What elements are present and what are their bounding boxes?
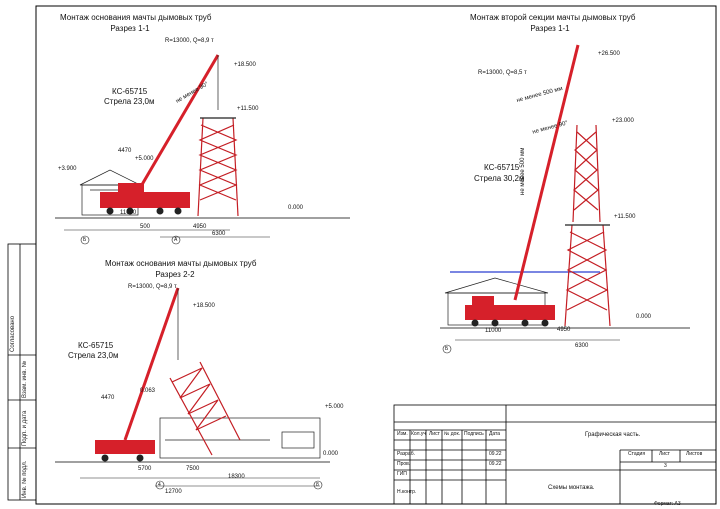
stamp-format: Формат: А3: [654, 501, 681, 507]
side-label-sign: Подп. и дата: [22, 410, 28, 446]
crane-boom-3: [123, 287, 180, 441]
view2-elev-mid: +23.000: [612, 118, 634, 124]
view2-boom: Стрела 30,2м: [474, 174, 525, 183]
stamp-header-kol: Кол.уч: [411, 431, 426, 437]
view3-boom: Стрела 23,0м: [68, 351, 119, 360]
view2-crane-model: КС-65715: [484, 163, 520, 172]
view3-dim-063: 0.063: [140, 388, 156, 394]
view1-crane-model: КС-65715: [112, 87, 148, 96]
stamp-header-izm: Изм.: [397, 431, 408, 437]
stamp-sheet-no: 3: [664, 463, 667, 469]
view3-elev-zero: 0.000: [323, 451, 339, 457]
stamp-header-date: Дата: [489, 431, 501, 437]
view3-elev-roof: +5.000: [325, 404, 344, 410]
stamp-date: 09.22: [489, 461, 502, 467]
view3-title: Монтаж основания мачты дымовых труб: [105, 259, 257, 268]
crane-boom-1: [138, 54, 220, 189]
stamp-role: Пров.: [397, 461, 411, 467]
view-3: [55, 287, 330, 490]
stamp-date: 09.22: [489, 451, 502, 457]
side-strip: [7, 243, 37, 501]
axis-marker-b: [442, 344, 452, 354]
stamp-doc-title: Графическая часть.: [585, 432, 641, 438]
side-label-replace: Взам. инв. №: [22, 360, 28, 398]
view3-radius: R=13000, Q=8,9 т: [128, 284, 177, 290]
stamp-role: Н.контр.: [397, 489, 417, 495]
view-1: [55, 54, 350, 245]
building-3: [159, 417, 321, 459]
view3-dim-7500: 7500: [186, 466, 200, 472]
view3-crane-model: КС-65715: [78, 341, 114, 350]
crane-truck-3: [95, 440, 155, 462]
view2-radius: R=13000, Q=8,5 т: [478, 70, 527, 76]
view3-dim-12700: 12700: [165, 489, 182, 495]
stamp-header-sign: Подпись: [464, 431, 484, 437]
view1-elev-zero: 0.000: [288, 205, 304, 211]
view2-title: Монтаж второй секции мачты дымовых труб: [470, 13, 636, 22]
view3-elev-top: +18.500: [193, 303, 215, 309]
view3-dim-18300: 18300: [228, 474, 245, 480]
crane-truck-2: [465, 296, 555, 327]
crane-truck-1: [100, 183, 190, 215]
view1-dim-11000: 11000: [120, 210, 137, 216]
view-2: [440, 44, 690, 354]
view1-radius: R=13000, Q=8,9 т: [165, 38, 214, 44]
view1-elev-top: +18.500: [234, 62, 256, 68]
stamp-drawing-name: Схемы монтажа.: [548, 485, 595, 491]
stamp-role: Разраб.: [397, 451, 416, 457]
view3-section: Разрез 2-2: [155, 270, 195, 279]
view1-boom: Стрела 23,0м: [104, 97, 155, 106]
view2-elev-low: +11.500: [614, 214, 636, 220]
stamp-header-doc: № док.: [444, 431, 461, 437]
view3-axis-8: 8: [316, 482, 319, 488]
tower-tilted-3: [169, 361, 241, 456]
view1-dim-6300: 6300: [212, 231, 226, 237]
title-block: [393, 404, 717, 505]
tower-2: [564, 124, 611, 327]
view1-dim-4950: 4950: [193, 224, 207, 230]
view2-axis-b: Б: [445, 346, 449, 352]
axis-marker-b: [80, 235, 90, 245]
view2-elev-zero: 0.000: [636, 314, 652, 320]
view3-dim-4470: 4470: [101, 395, 115, 401]
view1-dim-500: 500: [140, 224, 151, 230]
view1-axis-b: Б: [83, 237, 87, 243]
crane-boom-2: [513, 44, 580, 301]
view1-elev-mid: +11.500: [237, 106, 259, 112]
side-label-inv: Инв. № подл.: [22, 460, 28, 498]
view1-axis-a: А: [174, 237, 178, 243]
axis-marker-a: [171, 235, 181, 245]
view1-section: Разрез 1-1: [110, 24, 150, 33]
stamp-header-list: Лист: [429, 431, 440, 437]
stamp-sheet-label: Лист: [659, 451, 670, 457]
view2-elev-top: +26.500: [598, 51, 620, 57]
view3-axis-4: 4: [158, 482, 161, 488]
stamp-stage-label: Стадия: [628, 451, 646, 457]
stamp-role: ГИП: [397, 471, 407, 477]
view2-dim-11000: 11000: [485, 328, 502, 334]
view2-dim-4950: 4950: [557, 327, 571, 333]
view2-section: Разрез 1-1: [530, 24, 570, 33]
view2-dim-6300: 6300: [575, 343, 589, 349]
view1-dim-4470: 4470: [118, 148, 132, 154]
tower-1: [197, 117, 239, 217]
sheet-frame: [35, 5, 717, 505]
view1-title: Монтаж основания мачты дымовых труб: [60, 13, 212, 22]
view1-elev-roof: +5.000: [135, 156, 154, 162]
view2-gap2: не менее 500 мм: [520, 147, 526, 195]
view3-dim-5700: 5700: [138, 466, 152, 472]
view1-elev-bldg: +3.900: [58, 166, 77, 172]
axis-marker-8: [313, 480, 323, 490]
axis-marker-4: [155, 480, 165, 490]
stamp-sheets-label: Листов: [686, 451, 703, 457]
side-label-agreed: Согласовано: [10, 315, 16, 352]
